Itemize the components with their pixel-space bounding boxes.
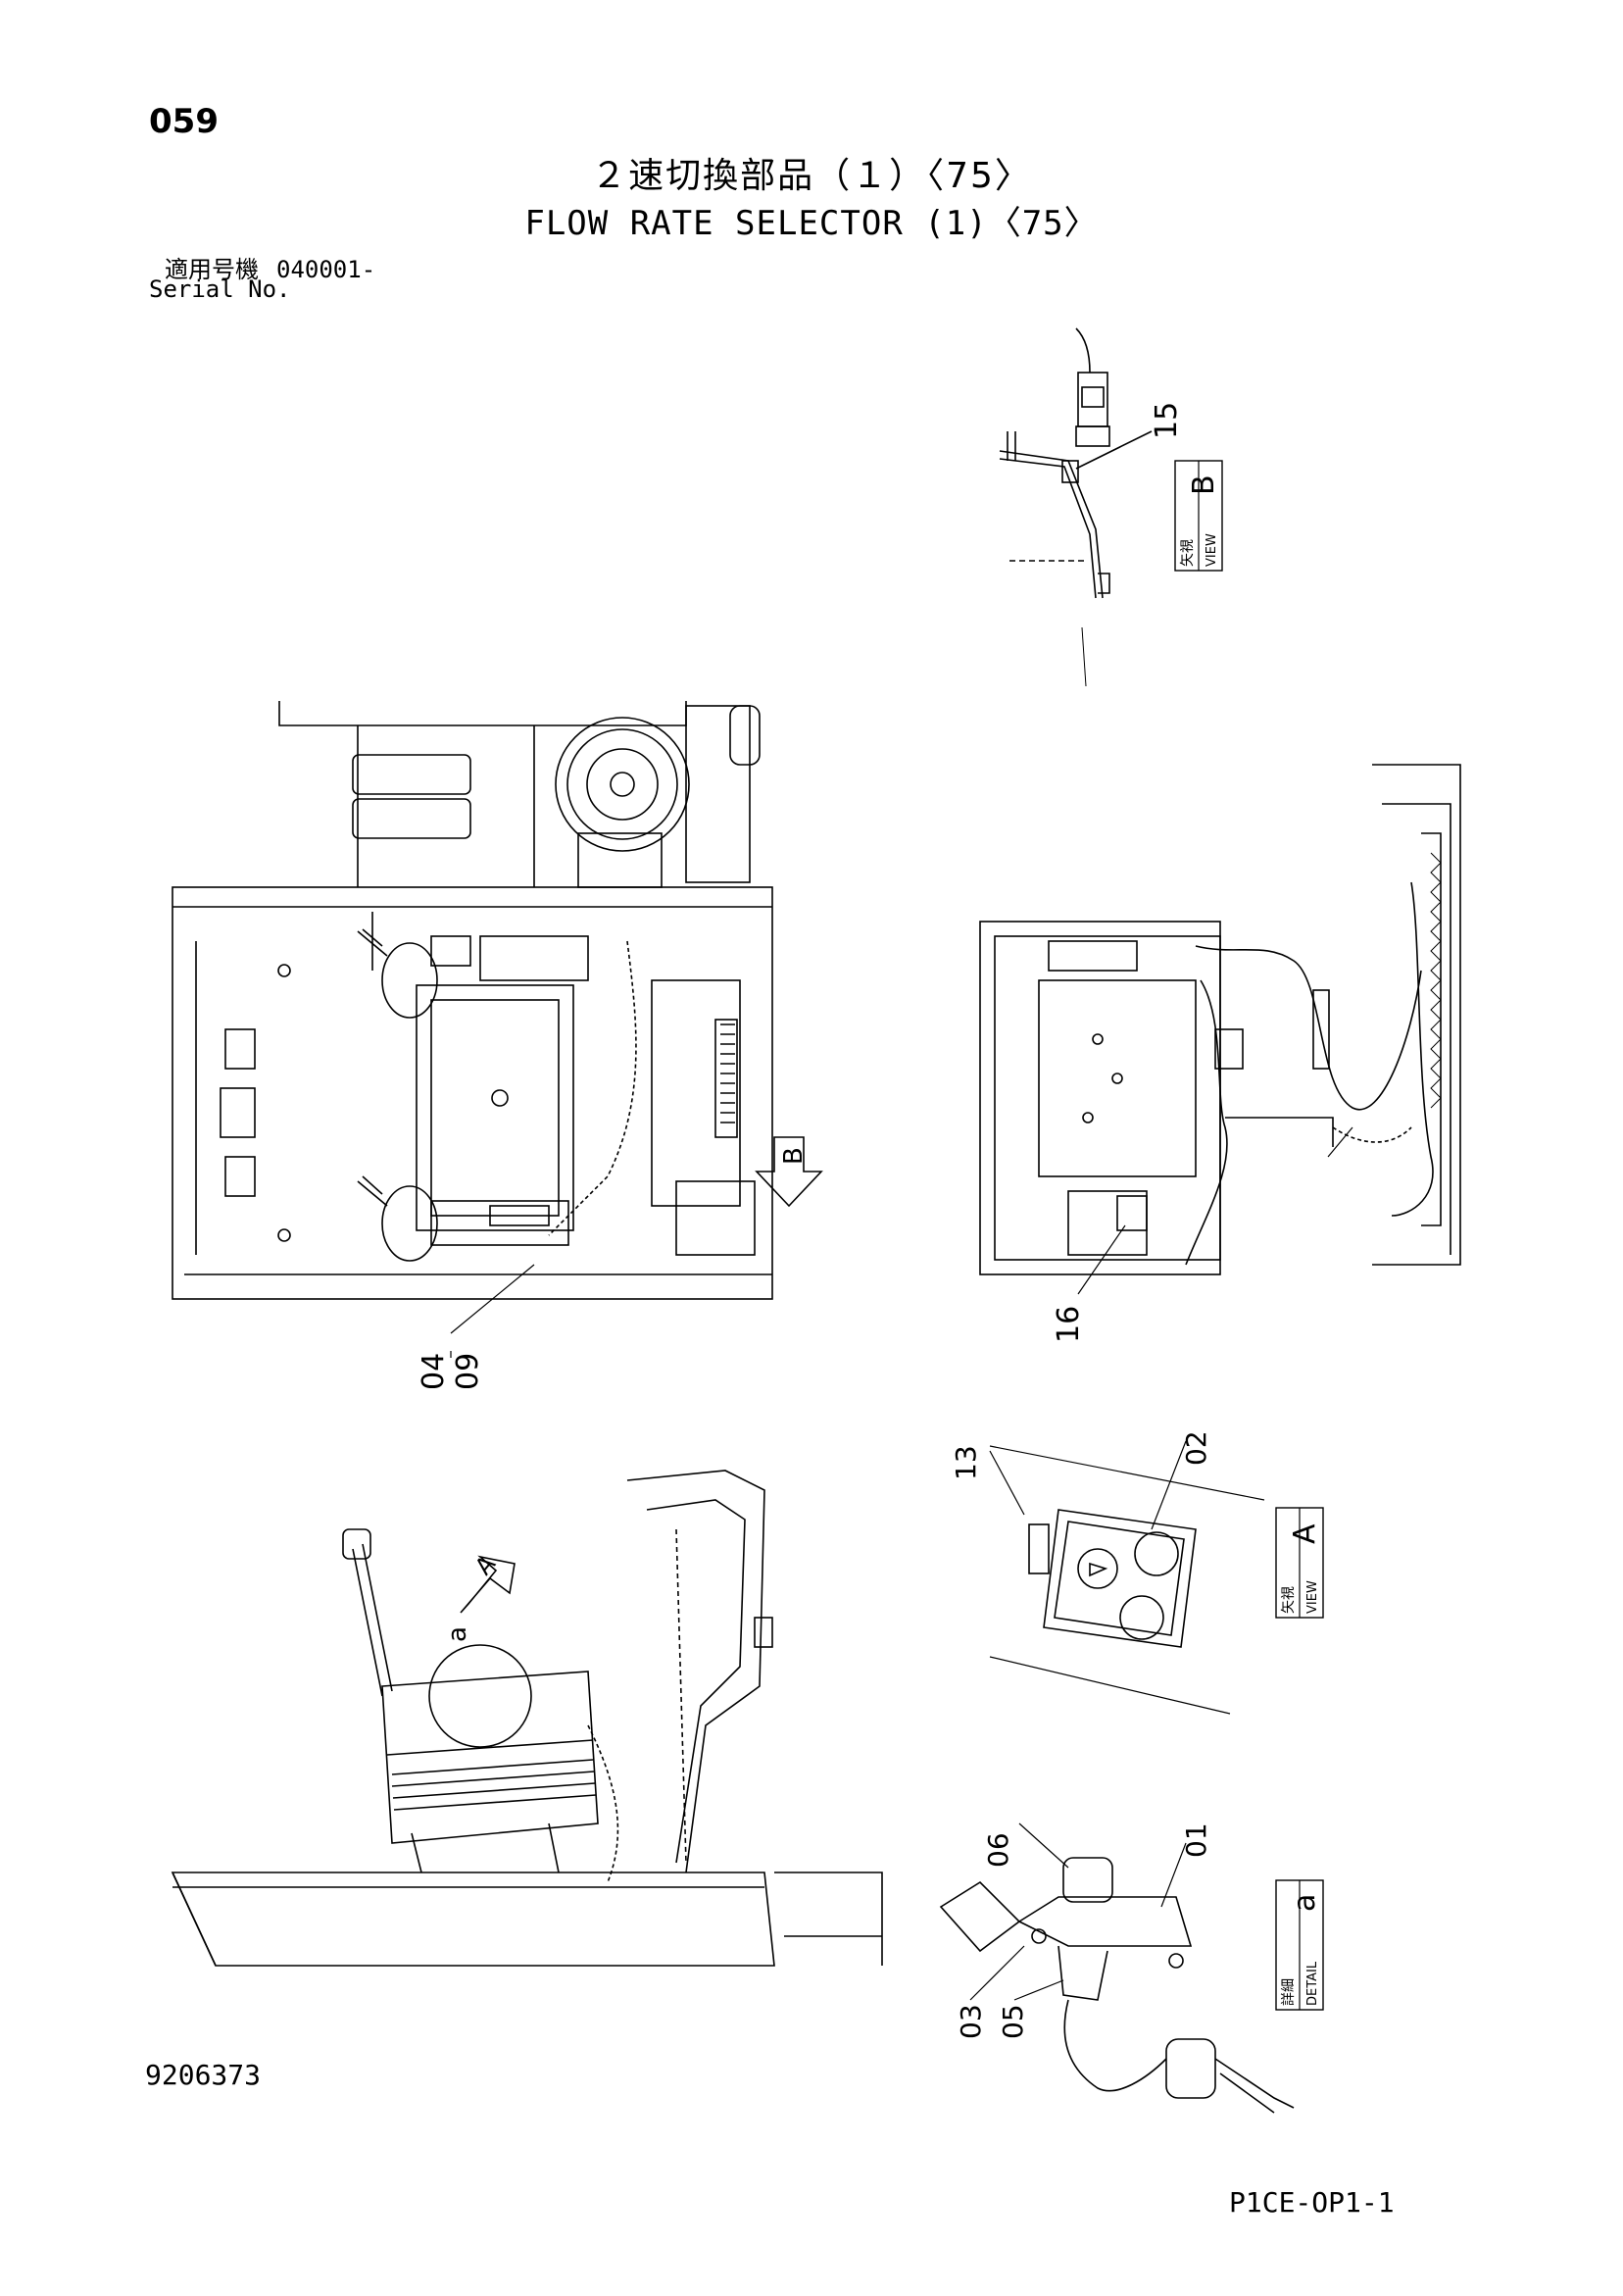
- arrow-b: B: [755, 1136, 823, 1208]
- right-view-drawing: [979, 764, 1461, 1295]
- view-b-jp: 矢視: [1180, 539, 1196, 567]
- arrow-b-letter: B: [779, 1147, 809, 1165]
- detail-a-en: DETAIL: [1305, 1961, 1320, 2006]
- title-japanese: ２速切換部品（１）〈75〉: [591, 156, 1032, 196]
- view-b-letter: B: [1187, 474, 1221, 495]
- view-a-drawing: [989, 1440, 1265, 1715]
- callout-15: 15: [1150, 402, 1184, 439]
- sheet-code: P1CE-OP1-1: [1229, 2186, 1395, 2219]
- arrow-a: A: [460, 1550, 516, 1614]
- view-a-jp: 矢視: [1281, 1586, 1297, 1614]
- view-a-label: A 矢視 VIEW: [1275, 1507, 1324, 1619]
- callout-09: 09: [451, 1353, 485, 1390]
- serial-label-en: Serial No.: [149, 275, 291, 303]
- view-a-en: VIEW: [1305, 1580, 1320, 1614]
- callout-01: 01: [1180, 1822, 1212, 1858]
- callout-05: 05: [997, 2004, 1029, 2039]
- serial-label-jp-text: 適用号機: [165, 256, 259, 283]
- callout-02: 02: [1180, 1430, 1212, 1466]
- serial-value: 040001-: [276, 256, 376, 283]
- detail-a-drawing: [939, 1857, 1295, 2114]
- detail-a-letter: a: [1288, 1894, 1322, 1912]
- top-view-drawing: [172, 701, 773, 1334]
- detail-a-label: a 詳細 DETAIL: [1275, 1879, 1324, 2011]
- callout-16: 16: [1052, 1306, 1086, 1343]
- callout-06: 06: [982, 1832, 1014, 1868]
- circle-a-label: a: [443, 1626, 472, 1642]
- view-b-en: VIEW: [1205, 533, 1219, 567]
- callout-04: 04: [417, 1353, 451, 1390]
- callout-13: 13: [950, 1445, 982, 1480]
- title-english: FLOW RATE SELECTOR (1)〈75〉: [524, 204, 1099, 243]
- callout-03: 03: [955, 2004, 987, 2039]
- serial-label-jp: 適用号機 040001-: [165, 250, 375, 284]
- document-number: 9206373: [145, 2059, 262, 2091]
- view-b-drawing: [999, 327, 1153, 687]
- view-a-letter: A: [1288, 1523, 1322, 1544]
- view-b-label: B 矢視 VIEW: [1174, 460, 1223, 572]
- arrow-a-letter: A: [469, 1550, 501, 1580]
- page-number: 059: [149, 102, 219, 141]
- side-view-drawing: [171, 1470, 883, 1967]
- detail-a-jp: 詳細: [1281, 1978, 1297, 2006]
